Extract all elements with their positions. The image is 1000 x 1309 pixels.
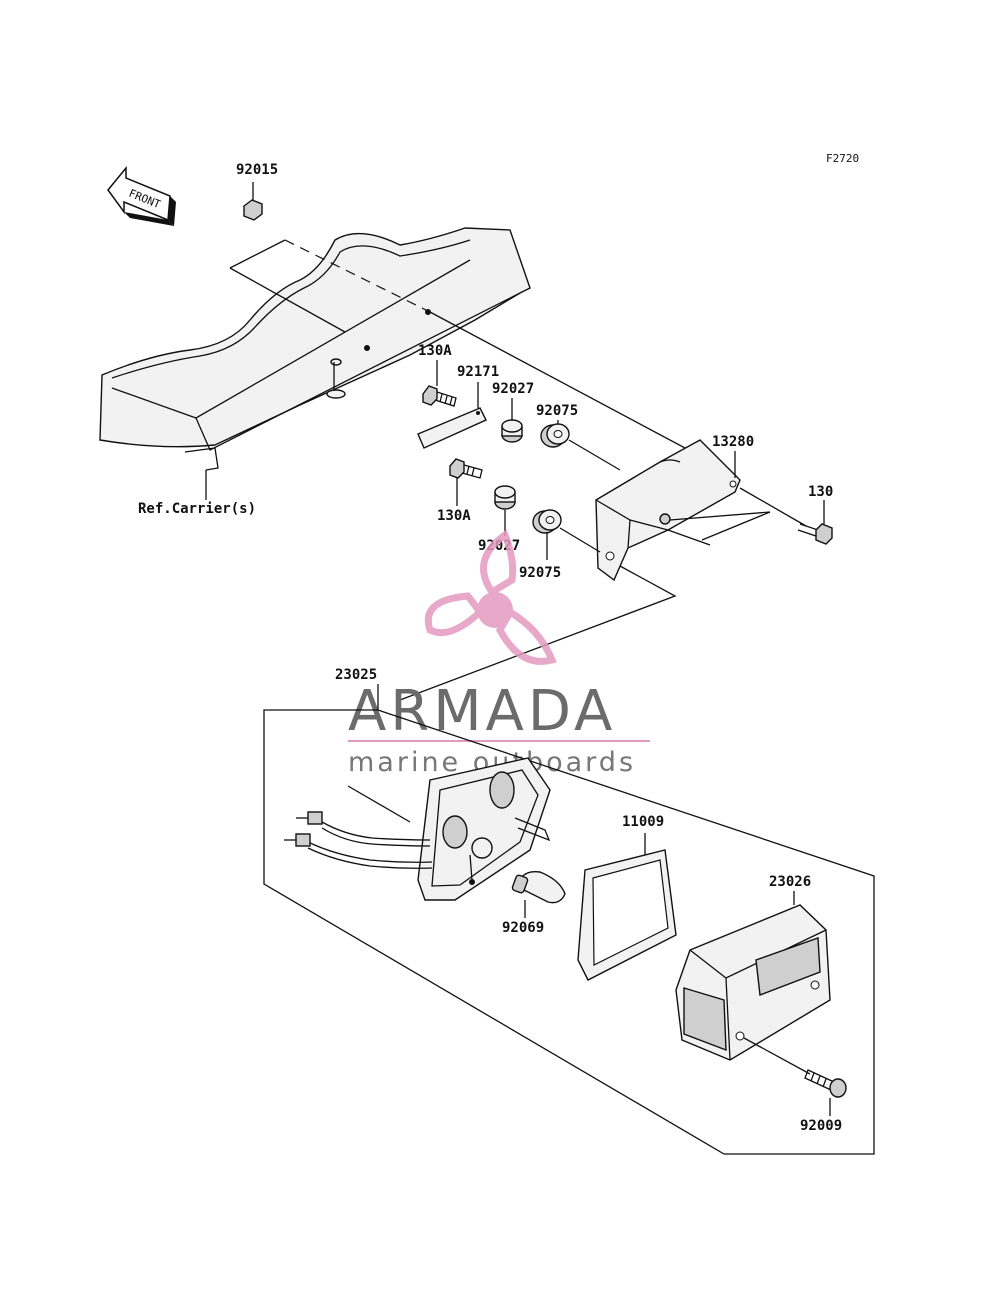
- label-92075-bottom: 92075: [519, 565, 561, 581]
- label-92009: 92009: [800, 1118, 842, 1134]
- figure-code: F2720: [826, 152, 859, 165]
- carrier-rack: [99, 227, 531, 471]
- plate-92171: [417, 382, 487, 449]
- ref-carrier-label: Ref.Carrier(s): [138, 501, 256, 517]
- label-23026: 23026: [769, 874, 811, 890]
- gasket-11009: [577, 833, 677, 981]
- label-92015: 92015: [236, 162, 278, 178]
- nut-92015: [243, 182, 263, 221]
- bolt-130: [797, 500, 833, 545]
- label-92171: 92171: [457, 364, 499, 380]
- label-130A-bottom: 130A: [437, 508, 471, 524]
- assembly-outline: [263, 709, 875, 1155]
- label-13280: 13280: [712, 434, 754, 450]
- grommet-92075-top: [540, 420, 570, 448]
- watermark-brand: ARMADA: [348, 679, 616, 744]
- bolt-130A-bottom: [449, 458, 483, 506]
- label-92027-top: 92027: [492, 381, 534, 397]
- lamp-wires: [284, 811, 433, 869]
- bulb-92069: [511, 870, 566, 918]
- front-arrow-icon: FRONT: [107, 165, 176, 226]
- bracket-13280: [595, 439, 741, 582]
- label-130: 130: [808, 484, 833, 500]
- lamp-housing-23025: [417, 757, 551, 901]
- screw-92009: [804, 1069, 847, 1116]
- armada-logo: [424, 529, 557, 665]
- label-92075-top: 92075: [536, 403, 578, 419]
- label-130A-top: 130A: [418, 343, 452, 359]
- bolt-130A-top: [422, 360, 457, 407]
- lens-cover-23026: [675, 891, 831, 1061]
- label-11009: 11009: [622, 814, 664, 830]
- collar-92027-bottom: [494, 485, 516, 536]
- grommet-92075-bottom: [532, 509, 562, 560]
- label-23025: 23025: [335, 667, 377, 683]
- collar-92027-top: [501, 398, 523, 443]
- label-92069: 92069: [502, 920, 544, 936]
